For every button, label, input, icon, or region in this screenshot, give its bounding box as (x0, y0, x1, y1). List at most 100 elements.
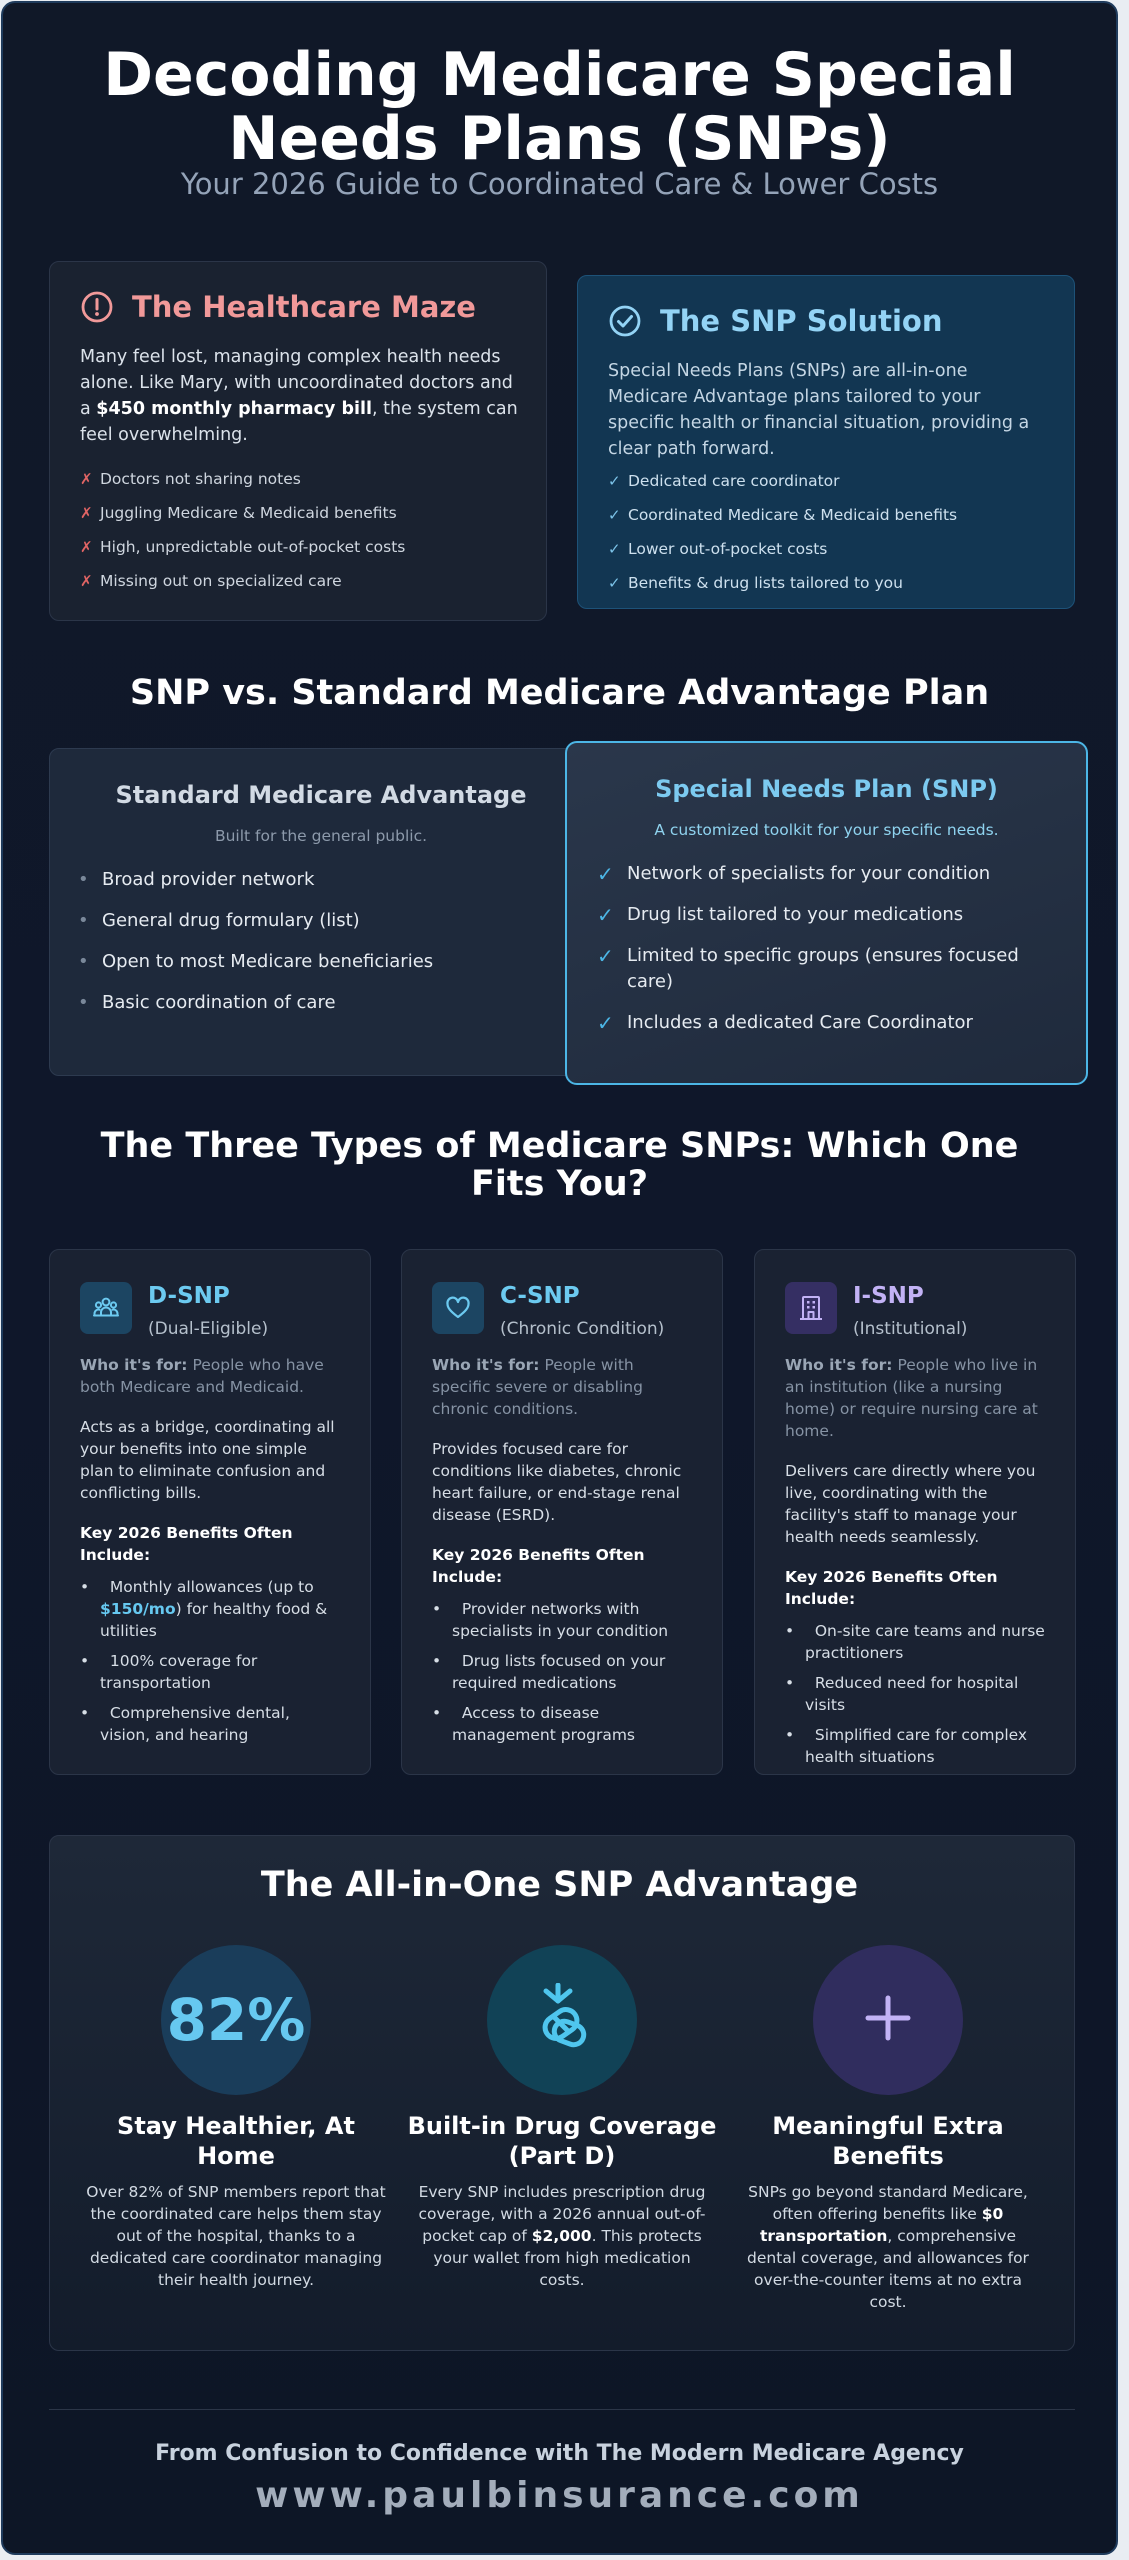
bullet-dot-icon: • (78, 951, 89, 972)
advantage-extra-column: Meaningful Extra Benefits SNPs go beyond… (733, 1945, 1043, 2313)
check-mark-icon: ✓ (597, 862, 614, 886)
snp-subtitle: A customized toolkit for your specific n… (654, 821, 999, 839)
solution-title: The SNP Solution (660, 304, 943, 338)
drug-text: Every SNP includes prescription drug cov… (418, 2183, 706, 2289)
list-item: ✓Drug list tailored to your medications (597, 903, 964, 927)
csnp-card: C-SNP (Chronic Condition) Who it's for: … (401, 1249, 723, 1775)
x-mark-icon: ✗ (80, 538, 93, 556)
heart-icon (432, 1282, 484, 1334)
snp-title: Special Needs Plan (SNP) (655, 775, 998, 803)
page-subtitle: Your 2026 Guide to Coordinated Care & Lo… (180, 167, 939, 201)
isnp-who: Who it's for: People who live in an inst… (785, 1356, 1038, 1440)
plus-icon (864, 1994, 912, 2046)
dsnp-card: D-SNP (Dual-Eligible) Who it's for: Peop… (49, 1249, 371, 1775)
isnp-subtitle: (Institutional) (853, 1319, 968, 1339)
list-item: • Drug lists focused on your required me… (432, 1652, 666, 1692)
page-title: Decoding Medicare Special Needs Plans (S… (103, 40, 1016, 174)
csnp-benefits-label: Key 2026 Benefits Often Include: (432, 1546, 645, 1586)
csnp-benefit-list: • Provider networks with specialists in … (432, 1598, 694, 1746)
list-item: •Basic coordination of care (78, 990, 568, 1016)
list-item: ✓Includes a dedicated Care Coordinator (597, 1011, 973, 1035)
people-icon (80, 1282, 132, 1334)
drug-title: Built-in Drug Coverage (Part D) (407, 2112, 717, 2170)
list-item: ✗Juggling Medicare & Medicaid benefits (80, 504, 397, 522)
dsnp-benefits-label: Key 2026 Benefits Often Include: (80, 1524, 293, 1564)
check-mark-icon: ✓ (608, 506, 621, 524)
dsnp-benefit-list: • Monthly allowances (up to $150/mo) for… (80, 1576, 342, 1746)
check-mark-icon: ✓ (597, 903, 614, 927)
list-item: ✓Benefits & drug lists tailored to you (608, 574, 903, 592)
isnp-card: I-SNP (Institutional) Who it's for: Peop… (754, 1249, 1076, 1775)
comparison-heading: SNP vs. Standard Medicare Advantage Plan (129, 673, 990, 713)
advantage-heading: The All-in-One SNP Advantage (260, 1865, 859, 1905)
footer-tagline: From Confusion to Confidence with The Mo… (155, 2441, 964, 2466)
snp-solution-card: The SNP Solution Special Needs Plans (SN… (577, 275, 1075, 609)
dsnp-description: Acts as a bridge, coordinating all your … (80, 1418, 335, 1502)
check-mark-icon: ✓ (608, 574, 621, 592)
isnp-name: I-SNP (853, 1283, 924, 1309)
list-item: •Broad provider network (78, 867, 568, 893)
maze-title: The Healthcare Maze (132, 290, 476, 324)
maze-problem-list: ✗Doctors not sharing notes ✗Juggling Med… (80, 462, 405, 598)
isnp-description: Delivers care directly where you live, c… (785, 1462, 1036, 1546)
check-circle-icon (608, 304, 642, 338)
check-mark-icon: ✓ (608, 540, 621, 558)
list-item: ✓Dedicated care coordinator (608, 472, 840, 490)
csnp-name: C-SNP (500, 1283, 580, 1309)
bullet-dot-icon: • (78, 869, 89, 890)
dsnp-name: D-SNP (148, 1283, 230, 1309)
footer-url[interactable]: www.paulbinsurance.com (255, 2475, 864, 2516)
standard-advantage-card: Standard Medicare Advantage Built for th… (49, 748, 593, 1076)
advantage-stat-column: 82% Stay Healthier, At Home Over 82% of … (81, 1945, 391, 2291)
isnp-benefit-list: • On-site care teams and nurse practitio… (785, 1620, 1047, 1768)
x-mark-icon: ✗ (80, 470, 93, 488)
list-item: ✓Coordinated Medicare & Medicaid benefit… (608, 506, 958, 524)
standard-title: Standard Medicare Advantage (115, 781, 527, 809)
csnp-subtitle: (Chronic Condition) (500, 1319, 665, 1339)
list-item: • Provider networks with specialists in … (432, 1600, 669, 1640)
list-item: ✓Network of specialists for your conditi… (597, 862, 991, 886)
list-item: ✗High, unpredictable out-of-pocket costs (80, 538, 406, 556)
list-item: • 100% coverage for transportation (80, 1652, 258, 1692)
maze-description: Many feel lost, managing complex health … (80, 347, 518, 445)
dsnp-subtitle: (Dual-Eligible) (148, 1319, 269, 1339)
list-item: •Open to most Medicare beneficiaries (78, 949, 568, 975)
x-mark-icon: ✗ (80, 572, 93, 590)
check-mark-icon: ✓ (608, 472, 621, 490)
extra-title: Meaningful Extra Benefits (772, 2112, 1004, 2170)
dsnp-who: Who it's for: People who have both Medic… (80, 1356, 324, 1396)
list-item: ✓Lower out-of-pocket costs (608, 540, 828, 558)
snp-feature-list: ✓Network of specialists for your conditi… (597, 861, 1047, 1051)
list-item: • Access to disease management programs (432, 1704, 635, 1744)
csnp-who: Who it's for: People with specific sever… (432, 1356, 643, 1418)
list-item: ✓Limited to specific groups (ensures foc… (597, 944, 1019, 992)
stat-title: Stay Healthier, At Home (117, 2112, 355, 2170)
list-item: •General drug formulary (list) (78, 908, 568, 934)
extra-circle (813, 1945, 963, 2095)
stat-value: 82% (166, 1986, 306, 2054)
list-item: • Monthly allowances (up to $150/mo) for… (80, 1578, 328, 1640)
types-heading: The Three Types of Medicare SNPs: Which … (100, 1126, 1019, 1204)
stat-circle: 82% (161, 1945, 311, 2095)
list-item: • On-site care teams and nurse practitio… (785, 1622, 1045, 1662)
snp-plan-card: Special Needs Plan (SNP) A customized to… (565, 741, 1088, 1085)
solution-benefit-list: ✓Dedicated care coordinator ✓Coordinated… (608, 464, 957, 600)
standard-subtitle: Built for the general public. (214, 827, 428, 845)
alert-circle-icon (80, 290, 114, 324)
list-item: ✗Doctors not sharing notes (80, 470, 301, 488)
bullet-dot-icon: • (78, 910, 89, 931)
list-item: • Reduced need for hospital visits (785, 1674, 1019, 1714)
stat-text: Over 82% of SNP members report that the … (86, 2183, 386, 2289)
building-icon (785, 1282, 837, 1334)
isnp-benefits-label: Key 2026 Benefits Often Include: (785, 1568, 998, 1608)
footer-divider (49, 2409, 1075, 2410)
csnp-description: Provides focused care for conditions lik… (432, 1440, 682, 1524)
list-item: • Simplified care for complex health sit… (785, 1726, 1028, 1766)
list-item: ✗Missing out on specialized care (80, 572, 342, 590)
advantage-drug-column: Built-in Drug Coverage (Part D) Every SN… (407, 1945, 717, 2291)
check-mark-icon: ✓ (597, 1011, 614, 1035)
extra-text: SNPs go beyond standard Medicare, often … (747, 2183, 1029, 2311)
solution-description: Special Needs Plans (SNPs) are all-in-on… (608, 361, 1030, 459)
check-mark-icon: ✓ (597, 944, 614, 968)
